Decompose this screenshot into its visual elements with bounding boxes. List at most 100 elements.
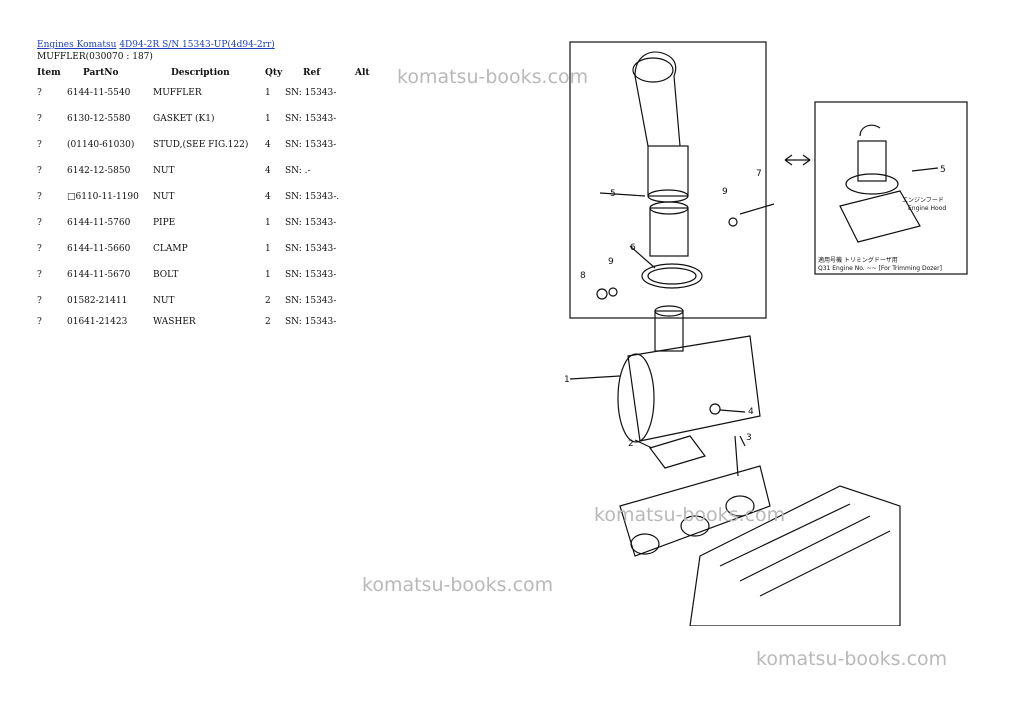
cell-partno: 6142-12-5850 bbox=[67, 166, 131, 176]
cell-alt bbox=[355, 210, 385, 236]
table-row: ? 01582-21411 NUT 2 SN: 15343- bbox=[37, 288, 385, 314]
header-ref: Ref bbox=[303, 68, 321, 78]
manifold-port bbox=[630, 533, 660, 555]
cell-ref: SN: 15343- bbox=[285, 88, 337, 98]
callout-7: 7 bbox=[756, 169, 762, 179]
cell-item: ? bbox=[37, 166, 42, 176]
callout-6: 6 bbox=[630, 243, 636, 253]
cell-partno: 01641-21423 bbox=[67, 317, 128, 327]
cell-ref: SN: 15343- bbox=[285, 140, 337, 150]
cell-partno: 6144-11-5760 bbox=[67, 218, 131, 228]
inset-flange bbox=[845, 173, 899, 195]
cell-description: MUFFLER bbox=[153, 88, 202, 98]
nut-8 bbox=[596, 288, 608, 300]
pipe-neck bbox=[634, 75, 681, 147]
watermark: komatsu-books.com bbox=[594, 504, 786, 526]
manifold-port bbox=[725, 495, 755, 517]
cell-partno: □6110-11-1190 bbox=[67, 192, 139, 202]
breadcrumb-home-link[interactable]: Engines Komatsu bbox=[37, 40, 117, 50]
cell-alt bbox=[355, 106, 385, 132]
leader-line bbox=[629, 245, 656, 269]
cell-description: NUT bbox=[153, 192, 175, 202]
cell-description: STUD,(SEE FIG.122) bbox=[153, 140, 249, 150]
cell-description: NUT bbox=[153, 166, 175, 176]
breadcrumb: Engines Komatsu 4D94-2R S/N 15343-UP(4d9… bbox=[37, 40, 275, 50]
double-arrow-icon bbox=[784, 154, 811, 166]
leader-line bbox=[569, 375, 621, 380]
upper-parts-frame bbox=[569, 41, 767, 319]
table-row: ? 6130-12-5580 GASKET (K1) 1 SN: 15343- bbox=[37, 106, 385, 132]
watermark: komatsu-books.com bbox=[362, 574, 554, 596]
gasket bbox=[649, 435, 706, 469]
cell-qty: 1 bbox=[265, 88, 271, 98]
cell-ref: SN: 15343- bbox=[285, 296, 337, 306]
leader-line bbox=[719, 409, 746, 413]
clamp-ring bbox=[641, 263, 703, 289]
cell-partno: (01140-61030) bbox=[67, 140, 135, 150]
cell-item: ? bbox=[37, 88, 42, 98]
cell-ref: SN: 15343- bbox=[285, 270, 337, 280]
cell-description: CLAMP bbox=[153, 244, 188, 254]
table-row: ? 6144-11-5660 CLAMP 1 SN: 15343- bbox=[37, 236, 385, 262]
cell-partno: 6144-11-5540 bbox=[67, 88, 131, 98]
cell-ref: SN: .- bbox=[285, 166, 311, 176]
leader-line bbox=[599, 192, 646, 197]
cell-alt bbox=[355, 184, 385, 210]
inset-label-jp: エンジンフード bbox=[902, 197, 944, 204]
inset-hood-panel bbox=[839, 190, 921, 243]
bolt-shaft bbox=[739, 203, 775, 215]
header-alt: Alt bbox=[355, 68, 370, 78]
table-row: ? 6144-11-5670 BOLT 1 SN: 15343- bbox=[37, 262, 385, 288]
cell-item: ? bbox=[37, 140, 42, 150]
header-partno: PartNo bbox=[83, 68, 119, 78]
cell-item: ? bbox=[37, 244, 42, 254]
cell-ref: SN: 15343- bbox=[285, 317, 337, 327]
cell-item: ? bbox=[37, 317, 42, 327]
leader-line bbox=[634, 439, 653, 449]
callout-2: 2 bbox=[628, 439, 634, 449]
cell-description: WASHER bbox=[153, 317, 196, 327]
callout-3: 3 bbox=[746, 433, 752, 443]
cell-item: ? bbox=[37, 114, 42, 124]
callout-9: 9 bbox=[722, 187, 728, 197]
cell-qty: 1 bbox=[265, 244, 271, 254]
cell-qty: 1 bbox=[265, 218, 271, 228]
cell-description: GASKET (K1) bbox=[153, 114, 215, 124]
cell-partno: 01582-21411 bbox=[67, 296, 128, 306]
callout-1: 1 bbox=[564, 375, 570, 385]
callout-9b: 9 bbox=[608, 257, 614, 267]
table-row: ? (01140-61030) STUD,(SEE FIG.122) 4 SN:… bbox=[37, 132, 385, 158]
callout-5: 5 bbox=[610, 189, 616, 199]
cell-item: ? bbox=[37, 270, 42, 280]
muffler-body bbox=[627, 335, 761, 442]
muffler-exploded-diagram: 5 6 7 9 8 9 1 2 3 4 5 エンジンフード Engine Hoo… bbox=[564, 41, 968, 626]
washer-9b bbox=[608, 287, 618, 297]
cell-qty: 4 bbox=[265, 140, 271, 150]
callout-8: 8 bbox=[580, 271, 586, 281]
cell-partno: 6130-12-5580 bbox=[67, 114, 131, 124]
pipe-sleeve bbox=[647, 145, 689, 197]
cell-alt bbox=[355, 288, 385, 314]
muffler-end-cap bbox=[617, 353, 655, 443]
cell-alt bbox=[355, 236, 385, 262]
cell-description: BOLT bbox=[153, 270, 179, 280]
stud bbox=[734, 435, 739, 477]
cell-item: ? bbox=[37, 296, 42, 306]
cell-partno: 6144-11-5670 bbox=[67, 270, 131, 280]
cell-description: PIPE bbox=[153, 218, 176, 228]
cell-ref: SN: 15343- bbox=[285, 244, 337, 254]
inset-footer-en: Q31 Engine No. ~~ [For Trimming Dozer] bbox=[818, 265, 942, 272]
table-row: ? 6142-12-5850 NUT 4 SN: .- bbox=[37, 158, 385, 184]
table-header-row: Item PartNo Description Qty Ref Alt bbox=[37, 66, 385, 80]
header-description: Description bbox=[171, 68, 230, 78]
washer-9 bbox=[728, 217, 738, 227]
breadcrumb-section-link[interactable]: 4D94-2R S/N 15343-UP(4d94-2rr) bbox=[119, 40, 275, 50]
inset-footer-jp: 適用号機 トリミングドーザ用 bbox=[818, 256, 898, 264]
table-row: ? 6144-11-5760 PIPE 1 SN: 15343- bbox=[37, 210, 385, 236]
callout-5-inset: 5 bbox=[940, 165, 946, 175]
cell-alt bbox=[355, 132, 385, 158]
cell-alt bbox=[355, 80, 385, 106]
table-row: ? 6144-11-5540 MUFFLER 1 SN: 15343- bbox=[37, 80, 385, 106]
inset-pipe bbox=[857, 140, 887, 182]
nut-4 bbox=[709, 403, 721, 415]
